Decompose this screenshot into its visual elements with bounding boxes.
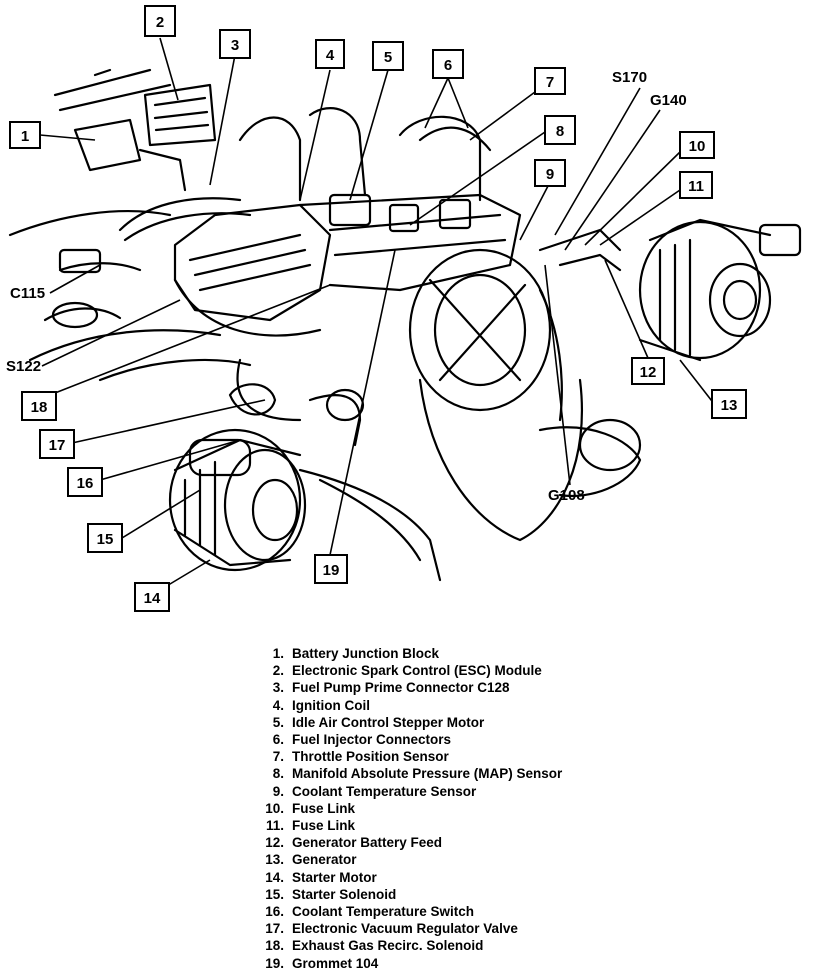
connector-g140-label: G140	[650, 92, 687, 109]
svg-text:2: 2	[156, 14, 164, 31]
svg-text:13: 13	[721, 397, 738, 414]
svg-text:8: 8	[556, 123, 564, 140]
callout-19: 19	[314, 554, 348, 584]
legend-item: 6.Fuel Injector Connectors	[272, 732, 452, 748]
connector-c115-label: C115	[10, 285, 45, 302]
legend-item: 8.Manifold Absolute Pressure (MAP) Senso…	[272, 766, 563, 782]
legend-item: 1.Battery Junction Block	[272, 646, 440, 661]
legend-item: 18.Exhaust Gas Recirc. Solenoid	[265, 938, 484, 954]
callout-18: 18	[21, 391, 57, 421]
callout-10: 10	[679, 131, 715, 159]
connector-g108-label: G108	[548, 487, 585, 504]
svg-text:10: 10	[689, 138, 706, 155]
legend-item: 2.Electronic Spark Control (ESC) Module	[272, 663, 542, 679]
connector-s170-label: S170	[612, 69, 647, 86]
svg-text:15: 15	[97, 531, 114, 548]
callout-13: 13	[711, 389, 747, 419]
legend-item: 5.Idle Air Control Stepper Motor	[272, 714, 485, 730]
callout-9: 9	[534, 159, 566, 187]
callout-12: 12	[631, 357, 665, 385]
leader-lines	[39, 37, 716, 597]
legend-item: 13.Generator	[265, 852, 357, 868]
legend-item: 19.Grommet 104	[265, 955, 379, 971]
legend-item: 10.Fuse Link	[265, 800, 356, 816]
callout-7: 7	[534, 67, 566, 95]
callout-4: 4	[315, 39, 345, 69]
component-legend: 1.Battery Junction Block 2.Electronic Sp…	[250, 645, 562, 972]
engine-diagram: 1 2 3 4 5 6 7 8 9 10 11 12	[6, 5, 802, 612]
legend-item: 7.Throttle Position Sensor	[272, 749, 449, 765]
svg-text:19: 19	[323, 562, 340, 579]
callout-5: 5	[372, 41, 404, 71]
svg-text:1: 1	[21, 128, 29, 145]
svg-text:4: 4	[326, 47, 335, 64]
connector-s122-label: S122	[6, 358, 41, 375]
svg-text:17: 17	[49, 437, 66, 454]
legend-item: 9.Coolant Temperature Sensor	[272, 783, 477, 799]
svg-text:12: 12	[640, 364, 657, 381]
callout-6: 6	[432, 49, 464, 79]
svg-text:11: 11	[688, 178, 704, 195]
callout-2: 2	[144, 5, 176, 37]
callout-11: 11	[679, 171, 713, 199]
legend-item: 4.Ignition Coil	[272, 697, 370, 713]
svg-text:14: 14	[144, 590, 161, 607]
callout-14: 14	[134, 582, 170, 612]
callout-17: 17	[39, 429, 75, 459]
legend-item: 16.Coolant Temperature Switch	[265, 904, 475, 920]
callout-15: 15	[87, 523, 123, 553]
legend-item: 12.Generator Battery Feed	[265, 835, 443, 851]
svg-text:6: 6	[444, 57, 452, 74]
legend-item: 11.Fuse Link	[265, 818, 356, 834]
svg-text:16: 16	[77, 475, 94, 492]
svg-text:3: 3	[231, 37, 239, 54]
svg-text:18: 18	[31, 399, 48, 416]
legend-item: 3.Fuel Pump Prime Connector C128	[272, 680, 510, 696]
svg-text:7: 7	[546, 74, 554, 91]
svg-text:9: 9	[546, 166, 554, 183]
callout-1: 1	[9, 121, 41, 149]
callout-8: 8	[544, 115, 576, 145]
svg-text:5: 5	[384, 49, 392, 66]
legend-item: 14.Starter Motor	[265, 869, 377, 885]
legend-item: 17.Electronic Vacuum Regulator Valve	[265, 921, 518, 937]
callout-3: 3	[219, 29, 251, 59]
legend-item: 15.Starter Solenoid	[265, 886, 397, 902]
callout-16: 16	[67, 467, 103, 497]
